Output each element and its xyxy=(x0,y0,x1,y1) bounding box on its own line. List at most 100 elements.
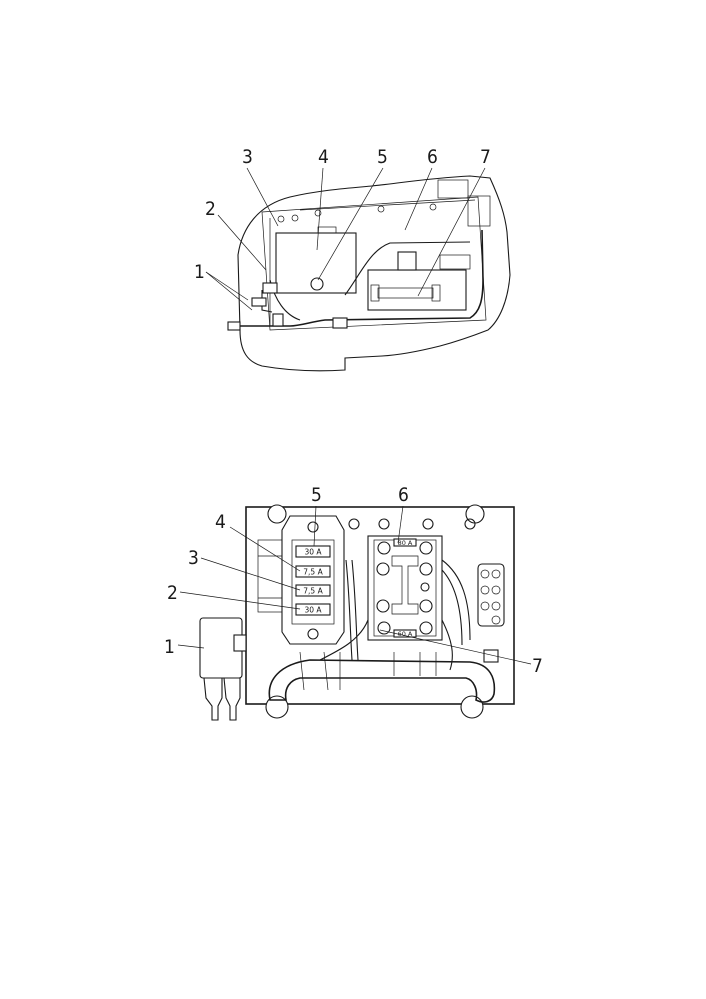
fuse-holder xyxy=(291,539,335,625)
bolt xyxy=(291,214,299,222)
callout-3: 3 xyxy=(188,547,199,569)
housing-outline xyxy=(237,175,511,372)
fuse-box-screw xyxy=(307,521,319,533)
fuse-label: 30 A xyxy=(304,548,322,557)
leader-1 xyxy=(205,271,253,311)
callout-6: 6 xyxy=(427,146,438,168)
terminal xyxy=(376,562,390,576)
connector-block xyxy=(467,195,491,227)
strip-terminal xyxy=(491,601,501,611)
wire xyxy=(441,569,463,646)
leader-2 xyxy=(217,214,267,271)
terminal xyxy=(419,621,433,635)
terminal xyxy=(377,621,391,635)
wire xyxy=(345,559,353,661)
mounting-foot xyxy=(460,695,484,719)
relay-cap xyxy=(397,251,417,271)
plug xyxy=(227,321,241,331)
mounting-foot xyxy=(465,504,485,524)
callout-1: 1 xyxy=(194,261,205,283)
mounting-foot xyxy=(267,504,287,524)
clip xyxy=(332,317,348,329)
loom-lead xyxy=(299,651,305,691)
leader-6 xyxy=(404,167,433,231)
relay-lead xyxy=(223,677,241,721)
terminal xyxy=(377,541,391,555)
leader-5 xyxy=(313,505,317,547)
strip-terminal xyxy=(480,569,490,579)
terminal xyxy=(376,599,390,613)
wire xyxy=(319,619,369,661)
fuse-box xyxy=(275,232,357,294)
wire xyxy=(441,619,453,671)
callout-5: 5 xyxy=(311,484,322,506)
fuse-box-screw xyxy=(310,277,324,291)
fuse-30a-bottom xyxy=(295,603,331,616)
wire xyxy=(441,559,471,641)
plug xyxy=(262,282,278,294)
terminal-screw xyxy=(420,582,430,592)
leader-4 xyxy=(316,167,324,251)
fuse-box-tab xyxy=(317,226,337,234)
fuse-label: 30 A xyxy=(304,606,322,615)
fuse-7-5a-upper xyxy=(295,565,331,578)
fuse-box xyxy=(281,515,345,645)
relay-label: 80 A xyxy=(398,539,413,547)
clip xyxy=(483,649,499,663)
relay-lead xyxy=(203,677,223,721)
relay-core xyxy=(391,555,419,615)
leader-4 xyxy=(229,526,301,572)
panel-rail xyxy=(299,199,476,211)
upper-bracket xyxy=(437,179,469,199)
relay-block xyxy=(367,269,467,311)
relay-label-plate xyxy=(393,538,417,547)
fuse-30a-top xyxy=(295,545,331,558)
relay-cap xyxy=(439,254,471,270)
fuse-label: 7,5 A xyxy=(303,587,323,596)
callout-2: 2 xyxy=(167,582,178,604)
screw xyxy=(422,518,434,530)
wire-loom xyxy=(268,659,496,703)
plug xyxy=(251,297,267,307)
strip-terminal xyxy=(491,585,501,595)
wire xyxy=(351,559,359,661)
callout-7: 7 xyxy=(480,146,491,168)
main-harness xyxy=(232,229,484,327)
relay-end xyxy=(370,284,380,302)
terminal xyxy=(419,562,433,576)
base-plate xyxy=(245,506,515,705)
bottom-view: 30 A 7,5 A 7,5 A 30 A 80 A 60 A xyxy=(164,484,543,721)
relay-bracket xyxy=(233,634,247,652)
bolt xyxy=(377,205,385,213)
callout-4: 4 xyxy=(215,511,226,533)
fuse-7-5a-lower xyxy=(295,584,331,597)
plug xyxy=(272,313,284,327)
strip-terminal xyxy=(480,585,490,595)
leader-6 xyxy=(397,505,404,544)
top-view: 3 4 5 6 7 2 1 xyxy=(194,146,511,372)
strip-terminal xyxy=(491,569,501,579)
leader-3 xyxy=(200,557,301,591)
callout-3: 3 xyxy=(242,146,253,168)
strip-terminal xyxy=(480,601,490,611)
screw xyxy=(348,518,360,530)
bolt xyxy=(429,203,437,211)
callout-5: 5 xyxy=(377,146,388,168)
leader-1 xyxy=(205,271,249,301)
callout-2: 2 xyxy=(205,198,216,220)
callout-7: 7 xyxy=(532,655,543,677)
leader-7 xyxy=(417,167,486,297)
terminal xyxy=(419,599,433,613)
leader-1 xyxy=(177,644,205,649)
leader-2 xyxy=(179,591,301,610)
leader-5 xyxy=(317,167,384,281)
terminal xyxy=(419,541,433,555)
screw xyxy=(378,518,390,530)
fuse-label: 7,5 A xyxy=(303,568,323,577)
strip-terminal xyxy=(491,615,501,625)
callout-4: 4 xyxy=(318,146,329,168)
relay-end xyxy=(431,284,441,302)
fuse-box-screw xyxy=(307,628,319,640)
mounting-foot xyxy=(265,695,289,719)
